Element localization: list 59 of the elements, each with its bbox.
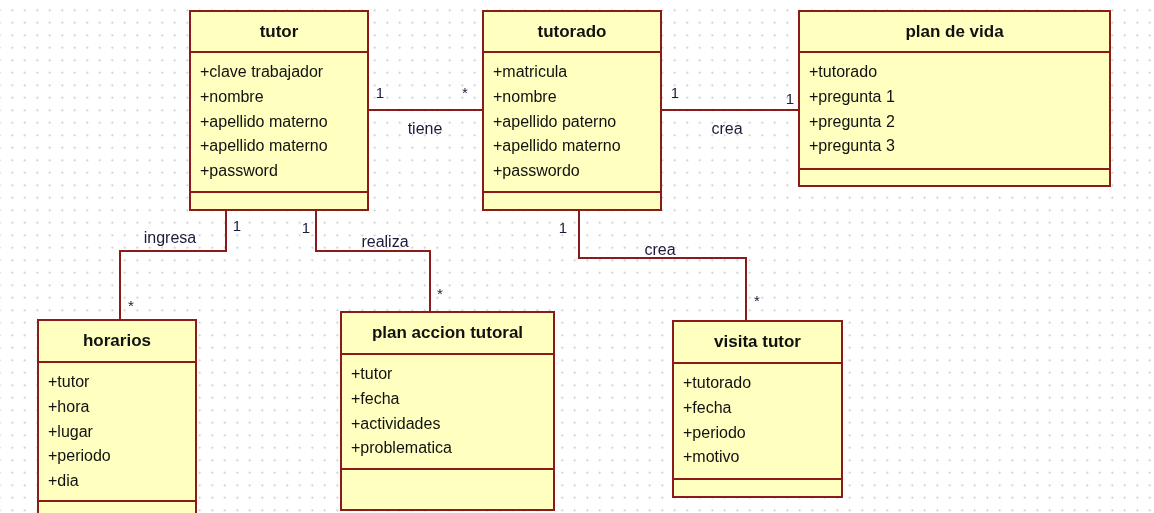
attribute-text: +pregunta 3 xyxy=(809,136,895,157)
edge-label: tiene xyxy=(407,121,443,137)
attribute-text: +nombre xyxy=(200,86,264,107)
attribute-text: +lugar xyxy=(48,421,93,442)
attribute-text: +nombre xyxy=(493,86,557,107)
class-name: tutor xyxy=(259,21,299,42)
class-box xyxy=(798,10,1111,187)
class-name: visita tutor xyxy=(714,332,801,352)
association-line xyxy=(368,109,483,111)
attribute-text: +tutor xyxy=(351,364,393,384)
attribute-text: +hora xyxy=(48,396,90,417)
edge-label: ingresa xyxy=(143,230,197,246)
attribute-text: +apellido paterno xyxy=(493,111,617,132)
class-name: tutorado xyxy=(537,21,607,42)
multiplicity-label: 1 xyxy=(785,90,795,106)
multiplicity-label: * xyxy=(437,285,443,301)
class-name: horarios xyxy=(83,331,151,351)
attribute-text: +matricula xyxy=(493,62,568,82)
attribute-text: +tutor xyxy=(48,372,90,392)
class-box xyxy=(482,10,662,211)
association-line xyxy=(661,109,799,111)
class-box xyxy=(189,10,369,211)
association-line xyxy=(119,210,227,320)
multiplicity-label: * xyxy=(462,84,468,100)
attribute-text: +clave trabajador xyxy=(200,62,324,82)
edge-label: crea xyxy=(711,121,743,137)
attribute-text: +tutorado xyxy=(809,62,878,82)
class-box xyxy=(340,311,555,511)
attribute-text: +apellido materno xyxy=(200,136,328,157)
multiplicity-label: * xyxy=(128,297,134,313)
attribute-text: +dia xyxy=(48,471,79,492)
attribute-text: +apellido materno xyxy=(493,136,621,157)
attribute-text: +fecha xyxy=(683,397,732,418)
multiplicity-label: 1 xyxy=(558,219,568,235)
multiplicity-label: 1 xyxy=(670,84,680,100)
edge-label: crea xyxy=(644,242,676,258)
attribute-text: +tutorado xyxy=(683,373,752,393)
attribute-text: +pregunta 2 xyxy=(809,111,895,132)
edge-label: realiza xyxy=(361,234,409,250)
class-name: plan accion tutoral xyxy=(371,323,524,343)
class-box xyxy=(37,319,197,513)
attribute-text: +periodo xyxy=(683,422,746,443)
attribute-text: +motivo xyxy=(683,447,740,468)
association-line xyxy=(578,210,747,321)
multiplicity-label: 1 xyxy=(301,219,311,235)
attribute-text: +pregunta 1 xyxy=(809,86,895,107)
multiplicity-label: 1 xyxy=(232,217,242,233)
attribute-text: +problematica xyxy=(351,438,452,459)
association-line xyxy=(315,210,431,312)
class-name: plan de vida xyxy=(905,21,1004,42)
class-box xyxy=(672,320,843,498)
multiplicity-label: 1 xyxy=(375,84,385,100)
attribute-text: +passwordo xyxy=(493,161,580,182)
attribute-text: +fecha xyxy=(351,388,400,409)
attribute-text: +actividades xyxy=(351,413,441,434)
attribute-text: +apellido materno xyxy=(200,111,328,132)
attribute-text: +password xyxy=(200,161,278,182)
attribute-text: +periodo xyxy=(48,446,111,467)
multiplicity-label: * xyxy=(754,292,760,308)
